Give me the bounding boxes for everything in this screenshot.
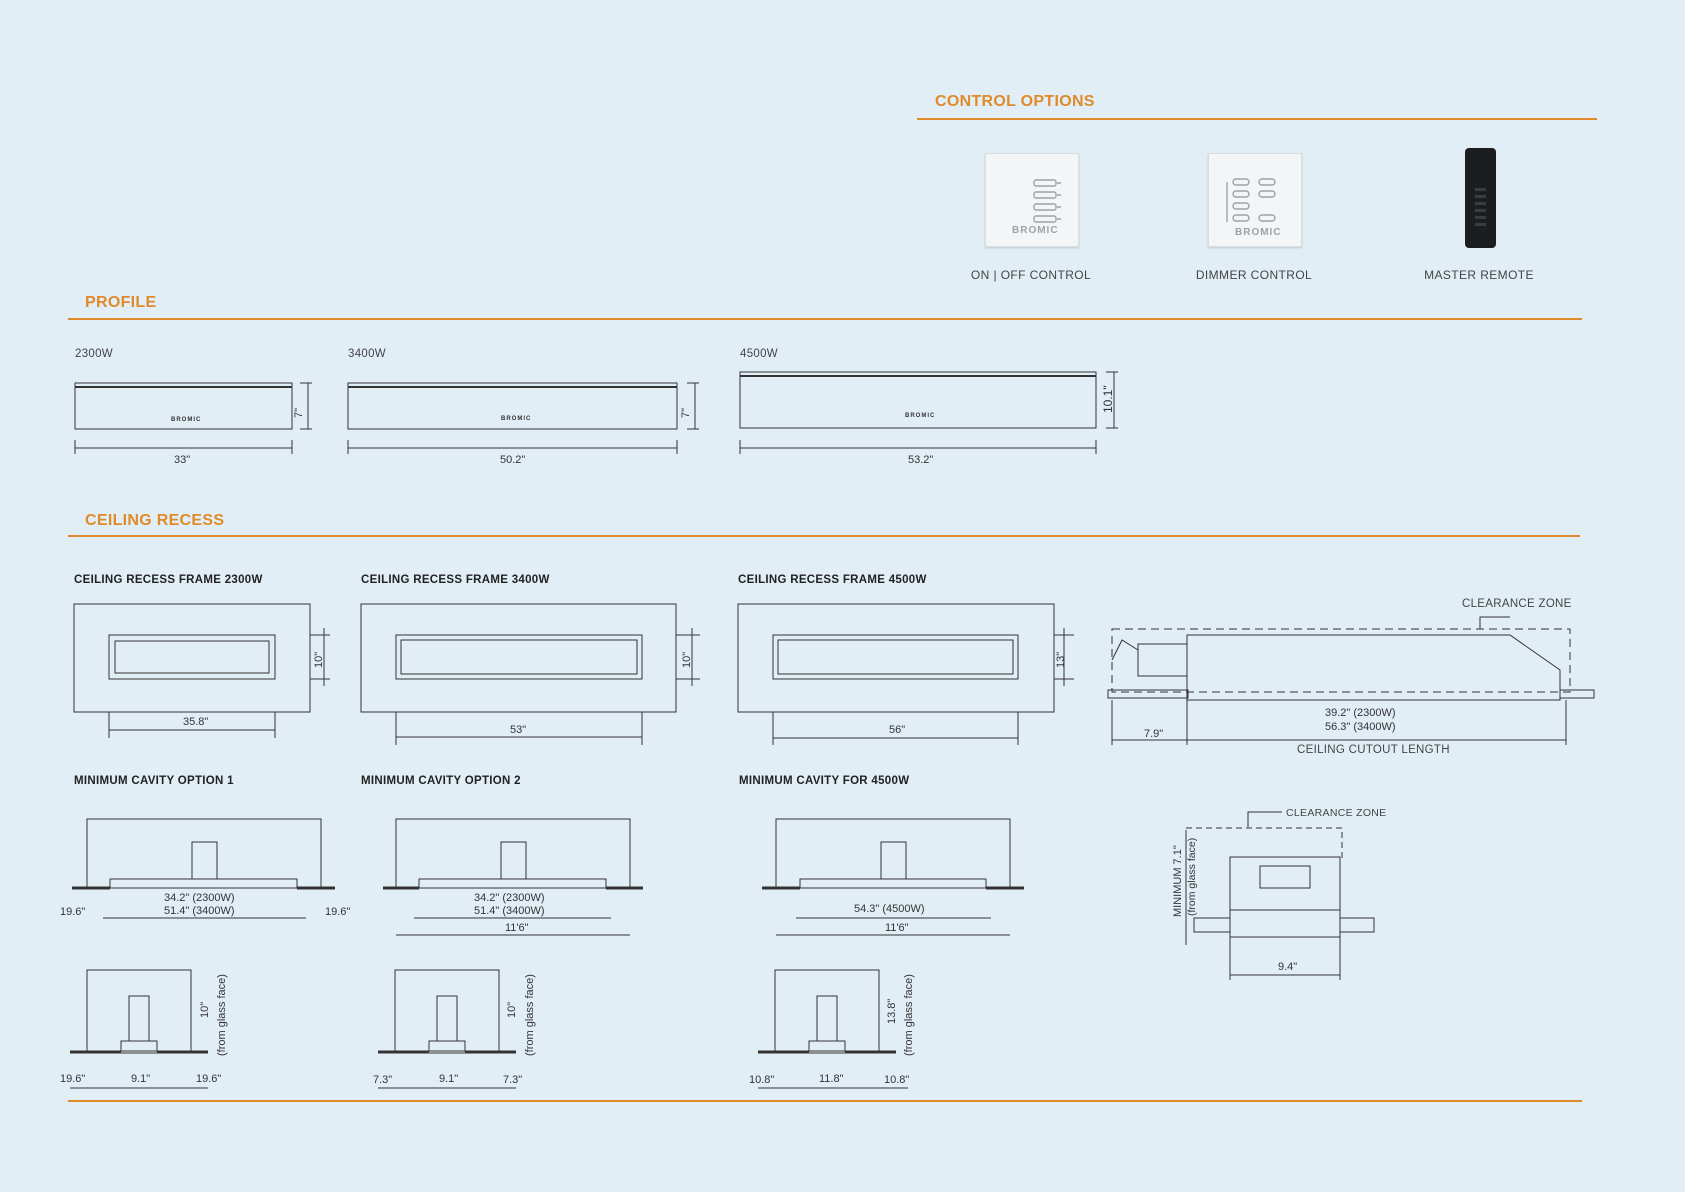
- cavity-option-2: [383, 818, 643, 936]
- heater-profile-4500w: [739, 371, 1118, 454]
- frame-2300w-title: CEILING RECESS FRAME 2300W: [74, 574, 263, 586]
- on-off-control-label: ON | OFF CONTROL: [970, 268, 1092, 282]
- recess-frame-2300w: [73, 603, 330, 738]
- end-4500w-right: 10.8": [884, 1074, 910, 1086]
- profile-2300w-brand: BROMIC: [171, 417, 202, 423]
- end-4500w-mid: 11.8": [819, 1073, 844, 1085]
- master-remote-image: [1465, 148, 1496, 248]
- end-1-mid: 9.1": [131, 1073, 151, 1085]
- end-1-left: 19.6": [60, 1073, 86, 1085]
- cavity-option-2-end: [378, 969, 516, 1089]
- recess-side-view: [1107, 616, 1595, 745]
- cavity-2-total: 11'6": [505, 922, 529, 934]
- cavity-option-1: [72, 818, 335, 919]
- side-clearance-label: CLEARANCE ZONE: [1462, 598, 1572, 610]
- cavity-1-length-b: 51.4" (3400W): [164, 905, 235, 917]
- cavity-1-length-a: 34.2" (2300W): [164, 892, 235, 904]
- heater-profile-3400w: [347, 382, 699, 454]
- frame-3400w-width: 53": [510, 724, 527, 736]
- side-length-3400w: 56.3" (3400W): [1325, 721, 1396, 733]
- profile-2300w-height: 7": [293, 407, 305, 418]
- cavity-2-length-a: 34.2" (2300W): [474, 892, 545, 904]
- frame-4500w-title: CEILING RECESS FRAME 4500W: [738, 574, 927, 586]
- dimmer-control-image: BROMIC: [1208, 153, 1302, 247]
- cavity-4500w-title: MINIMUM CAVITY FOR 4500W: [739, 775, 910, 787]
- on-off-control-image: BROMIC: [985, 153, 1079, 247]
- recess-frame-4500w: [737, 603, 1074, 745]
- end-4500w-left: 10.8": [749, 1074, 775, 1086]
- end-4500w-height: 13.8": [886, 998, 898, 1024]
- profile-4500w-brand: BROMIC: [905, 413, 936, 419]
- end-note: (from glass face): [1186, 837, 1198, 916]
- switch-brand: BROMIC: [1012, 225, 1059, 236]
- end-2-mid: 9.1": [439, 1073, 459, 1085]
- profile-3400w-brand: BROMIC: [501, 416, 532, 422]
- recess-frame-3400w: [360, 603, 700, 745]
- cavity-2-length-b: 51.4" (3400W): [474, 905, 545, 917]
- cavity-1-left: 19.6": [60, 906, 86, 918]
- end-2-height: 10": [506, 1001, 518, 1018]
- recess-end-view: [1185, 811, 1375, 980]
- heater-profile-2300w: [74, 382, 312, 454]
- side-length-2300w: 39.2" (2300W): [1325, 707, 1396, 719]
- frame-3400w-height: 10": [681, 651, 693, 668]
- profile-3400w-height: 7": [680, 407, 692, 418]
- frame-4500w-width: 56": [889, 724, 906, 736]
- dimmer-control-label: DIMMER CONTROL: [1195, 268, 1313, 282]
- cavity-2-title: MINIMUM CAVITY OPTION 2: [361, 775, 521, 787]
- on-off-switch-icon: [1033, 179, 1061, 223]
- remote-buttons-icon: [1475, 188, 1486, 226]
- profile-2300w-label: 2300W: [75, 348, 113, 360]
- control-options-rule: [917, 118, 1597, 120]
- profile-4500w-height: 10.1": [1101, 385, 1115, 413]
- profile-title: PROFILE: [85, 294, 157, 311]
- cavity-1-title: MINIMUM CAVITY OPTION 1: [74, 775, 234, 787]
- frame-2300w-height: 10": [313, 651, 325, 668]
- bottom-rule: [68, 1100, 1582, 1102]
- cavity-4500w-total: 11'6": [885, 922, 909, 934]
- end-clearance-label: CLEARANCE ZONE: [1286, 807, 1387, 819]
- profile-4500w-width: 53.2": [908, 454, 934, 466]
- end-1-height: 10": [199, 1001, 211, 1018]
- end-width: 9.4": [1278, 961, 1298, 973]
- end-2-right: 7.3": [503, 1074, 523, 1086]
- cavity-option-1-end: [70, 969, 208, 1089]
- end-4500w-note: (from glass face): [903, 974, 915, 1056]
- end-1-note: (from glass face): [216, 974, 228, 1056]
- cavity-1-right: 19.6": [325, 906, 351, 918]
- frame-3400w-title: CEILING RECESS FRAME 3400W: [361, 574, 550, 586]
- frame-2300w-width: 35.8": [183, 716, 209, 728]
- frame-4500w-height: 13": [1055, 651, 1067, 668]
- master-remote-label: MASTER REMOTE: [1424, 268, 1534, 282]
- cavity-4500w: [762, 818, 1024, 936]
- profile-3400w-width: 50.2": [500, 454, 526, 466]
- end-1-right: 19.6": [196, 1073, 222, 1085]
- profile-3400w-label: 3400W: [348, 348, 386, 360]
- side-offset: 7.9": [1144, 728, 1164, 740]
- profile-4500w-label: 4500W: [740, 348, 778, 360]
- profile-rule: [68, 318, 1582, 320]
- side-cutout-caption: CEILING CUTOUT LENGTH: [1297, 744, 1450, 756]
- control-options-title: CONTROL OPTIONS: [935, 93, 1095, 110]
- cavity-4500w-end: [758, 969, 908, 1089]
- ceiling-recess-rule: [68, 535, 1580, 537]
- profile-2300w-width: 33": [174, 454, 191, 466]
- cavity-4500w-length: 54.3" (4500W): [854, 903, 925, 915]
- end-2-left: 7.3": [373, 1074, 393, 1086]
- ceiling-recess-title: CEILING RECESS: [85, 512, 225, 529]
- dimmer-switch-icon: [1226, 178, 1276, 222]
- end-2-note: (from glass face): [524, 974, 536, 1056]
- end-minimum: MINIMUM 7.1": [1172, 845, 1184, 917]
- dimmer-brand: BROMIC: [1235, 227, 1282, 238]
